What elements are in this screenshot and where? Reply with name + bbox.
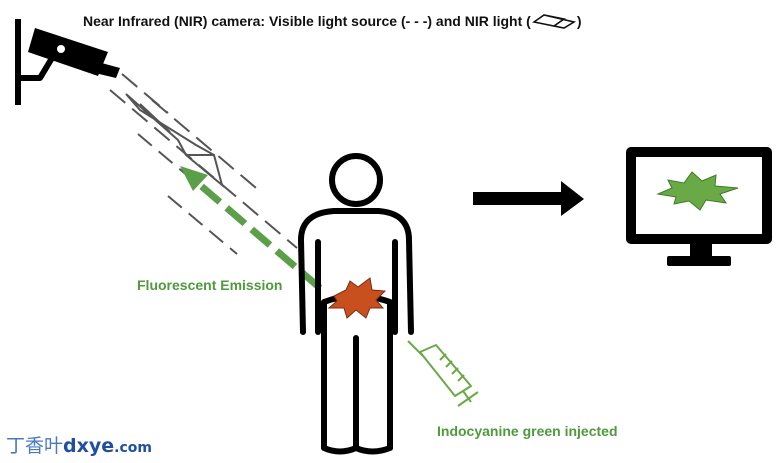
visible-light-rays	[109, 73, 298, 255]
title-text: Near Infrared (NIR) camera: Visible ligh…	[83, 13, 531, 29]
watermark-domain: .com	[114, 440, 152, 456]
tumor-starburst	[327, 277, 387, 319]
title-close: )	[576, 13, 582, 29]
fluorescent-emission-arrow	[180, 166, 323, 291]
watermark-chinese: 丁香叶	[6, 435, 64, 457]
nir-light-symbol-icon	[531, 14, 576, 29]
screen-fluorescence-starburst	[656, 171, 739, 211]
nir-light-beam	[125, 93, 224, 188]
fluorescent-emission-label: Fluorescent Emission	[137, 277, 283, 293]
diagram-title: Near Infrared (NIR) camera: Visible ligh…	[83, 13, 581, 29]
monitor-icon	[626, 147, 772, 266]
right-arrow-icon	[473, 181, 584, 216]
syringe-icon	[407, 340, 479, 407]
security-camera-icon	[15, 19, 120, 105]
watermark-latin: dxye	[63, 435, 115, 457]
watermark-logo: 丁香叶dxye.com	[6, 431, 152, 458]
indocyanine-green-label: Indocyanine green injected	[437, 423, 618, 439]
